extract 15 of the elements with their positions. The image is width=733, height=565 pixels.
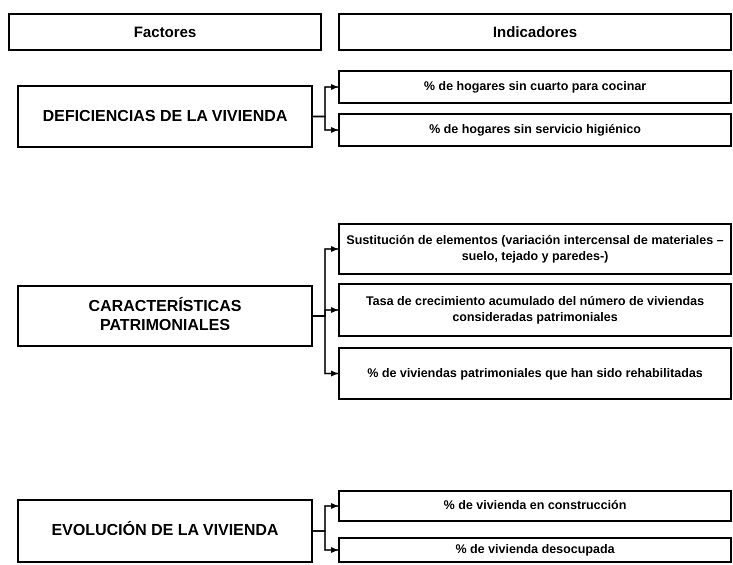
indicator-box: Tasa de crecimiento acumulado del número de viviendas consideradas patrimoniales	[338, 283, 732, 337]
connector-arrow	[313, 315, 338, 376]
indicator-box: % de vivienda desocupada	[338, 537, 732, 563]
indicator-box: % de hogares sin servicio higiénico	[338, 113, 732, 147]
column-header: Factores	[8, 13, 322, 51]
indicator-box: Sustitución de elementos (variación intercensal de materiales –suelo, tejado y paredes-)	[338, 223, 732, 275]
connector-arrow	[313, 116, 338, 133]
column-header: Indicadores	[338, 13, 732, 51]
indicator-box: % de hogares sin cuarto para cocinar	[338, 70, 732, 104]
factor-box: DEFICIENCIAS DE LA VIVIENDA	[17, 85, 313, 148]
factor-box: CARACTERÍSTICAS PATRIMONIALES	[17, 285, 313, 347]
connector-arrow	[313, 530, 338, 553]
factor-box: EVOLUCIÓN DE LA VIVIENDA	[17, 499, 313, 563]
indicator-box: % de vivienda en construcción	[338, 490, 732, 522]
indicator-box: % de viviendas patrimoniales que han sido rehabilitadas	[338, 347, 732, 400]
